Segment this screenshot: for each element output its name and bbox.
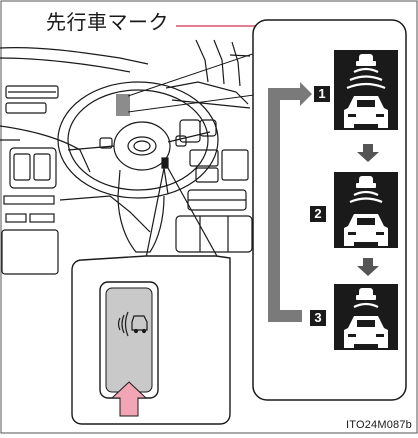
- step-number-3: 3: [310, 310, 326, 326]
- dashboard-illustration: [0, 39, 253, 275]
- down-arrow-2: [357, 258, 379, 276]
- step-display-2: [334, 172, 398, 248]
- distance-switch-icon: [117, 311, 148, 337]
- step-number-1: 1: [314, 86, 330, 102]
- meter-callout-lower: [127, 91, 277, 113]
- meter-callout-upper: [127, 45, 277, 97]
- step-display-1: [334, 50, 398, 130]
- switch-callout: [71, 167, 231, 425]
- preceding-vehicle-mark-label: 先行車マーク: [46, 10, 169, 34]
- press-arrow: [110, 381, 148, 417]
- step-display-3: [334, 284, 398, 350]
- meter-display-highlight: [116, 94, 130, 116]
- figure-code: ITO24M087b: [345, 419, 412, 431]
- cycle-arrow: [268, 82, 312, 322]
- down-arrow-1: [357, 144, 379, 162]
- step-number-2: 2: [310, 206, 326, 222]
